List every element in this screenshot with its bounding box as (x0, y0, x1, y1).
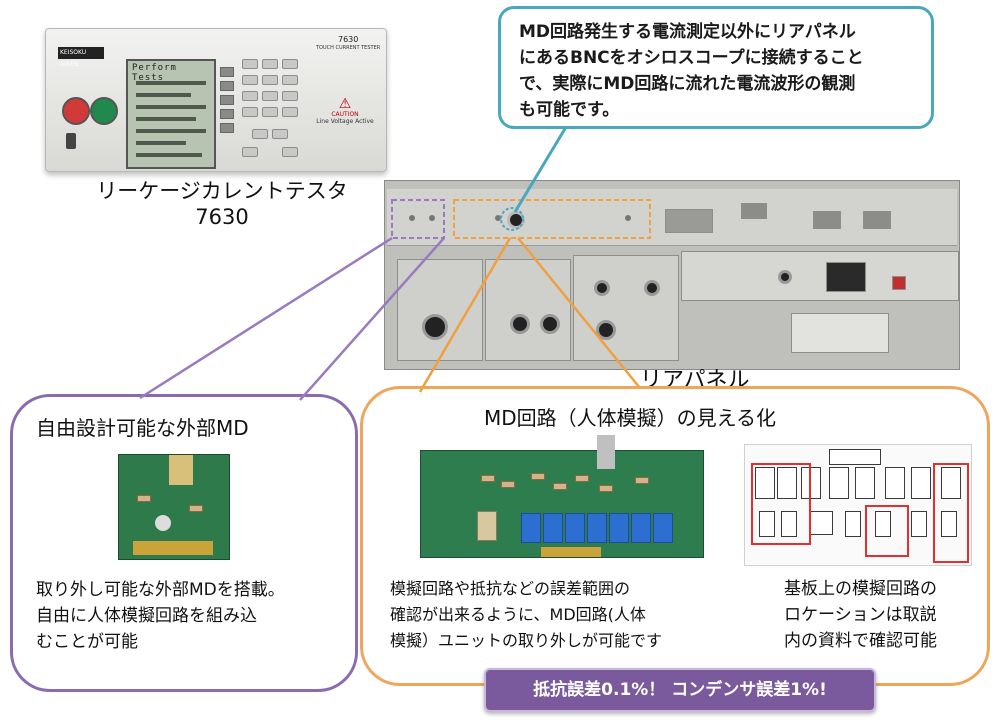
md-unit-line-3: 模擬）ユニットの取り外しが可能です (390, 631, 663, 650)
md-unit-pointer-left (418, 237, 512, 393)
remote-connector (741, 203, 767, 219)
rear-module-3 (573, 255, 679, 361)
caution-title: CAUTION (331, 111, 359, 118)
power-switch (66, 133, 76, 149)
tester-model: 7630 (195, 205, 249, 229)
board-layout-diagram (744, 444, 972, 566)
external-md-line-2: 自由に人体模擬回路を組み込 (36, 606, 257, 626)
md-unit-slot-highlight (453, 199, 651, 239)
callout-line-2: にあるBNCをオシロスコープに接続すること (519, 48, 864, 68)
external-md-description: 取り外し可能な外部MDを搭載。 自由に人体模擬回路を組み込 むことが可能 (36, 577, 346, 655)
model-subtitle: TOUCH CURRENT TESTER (316, 45, 381, 51)
caution-subtitle: Line Voltage Active (316, 118, 374, 125)
tester-label: リーケージカレントテスタ 7630 (72, 178, 372, 230)
rear-panel-image (384, 180, 960, 370)
external-md-pointer-left (139, 236, 393, 400)
external-md-slot-highlight (391, 199, 445, 239)
tester-front-panel-image: KEISOKU GIKEN Perform Tests 7630 TOUCH C… (45, 28, 387, 172)
model-number: 7630 (338, 35, 359, 44)
md-unit-line-1: 模擬回路や抵抗などの誤差範囲の (390, 579, 631, 598)
callout-line-1: MD回路発生する電流測定以外にリアパネル (519, 22, 856, 42)
external-md-title: 自由設計可能な外部MD (36, 416, 249, 440)
callout-pointer (513, 126, 568, 213)
ac-input-section (681, 251, 959, 301)
gpib-connector (863, 211, 891, 229)
tester-name: リーケージカレントテスタ (96, 179, 348, 203)
board-location-line-1: 基板上の模擬回路の (784, 579, 937, 599)
md-unit-pointer-right (517, 237, 641, 389)
board-location-line-3: 内の資料で確認可能 (784, 631, 937, 651)
db-connector (665, 209, 713, 233)
fuse-indicator (892, 276, 906, 290)
md-circuit-board-image (420, 435, 704, 558)
callout-line-3: で、実際にMD回路に流れた電流波形の観測 (519, 74, 856, 94)
lcd-display: Perform Tests (126, 59, 216, 169)
md-unit-line-2: 確認が出来るように、MD回路(人体 (390, 605, 646, 624)
lcd-title: Perform Tests (132, 63, 177, 83)
caution-label: ⚠ CAUTION Line Voltage Active (314, 97, 376, 125)
brand-logo: KEISOKU GIKEN (58, 47, 104, 68)
serial-connector (813, 211, 841, 229)
board-location-description: 基板上の模擬回路の ロケーションは取説 内の資料で確認可能 (784, 576, 984, 654)
reset-button (62, 97, 90, 125)
external-md-pointer-right (299, 237, 445, 401)
bnc-highlight-circle (500, 207, 524, 231)
test-button (90, 97, 118, 125)
rear-module-2 (485, 259, 571, 361)
ac-inlet (826, 262, 866, 292)
external-md-line-3: むことが可能 (36, 632, 138, 652)
callout-line-4: も可能です。 (519, 100, 620, 120)
md-unit-description: 模擬回路や抵抗などの誤差範囲の 確認が出来るように、MD回路(人体 模擬）ユニッ… (390, 576, 750, 654)
external-md-line-1: 取り外し可能な外部MDを搭載。 (36, 580, 285, 600)
md-visualization-title: MD回路（人体模擬）の見える化 (484, 406, 777, 430)
rear-label-plate (791, 313, 889, 353)
tolerance-badge: 抵抗誤差0.1%！ コンデンサ誤差1%! (484, 668, 876, 712)
external-md-board-image (118, 454, 230, 560)
bnc-callout: MD回路発生する電流測定以外にリアパネル にあるBNCをオシロスコープに接続する… (498, 6, 934, 129)
board-location-line-2: ロケーションは取説 (784, 605, 937, 625)
